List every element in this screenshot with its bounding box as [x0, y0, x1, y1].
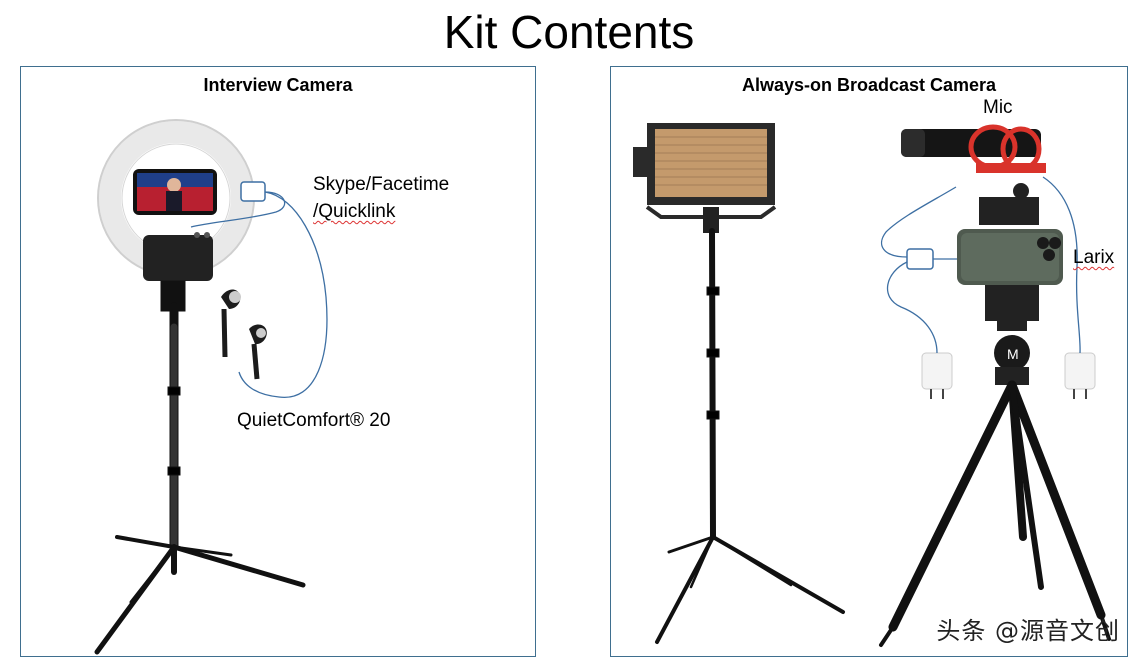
- phone-icon: [957, 229, 1063, 285]
- led-panel-icon: [633, 123, 777, 233]
- quietcomfort-label: QuietComfort® 20: [237, 410, 391, 431]
- cable-lines: [881, 176, 1081, 354]
- larix-label-text: Larix: [1073, 247, 1115, 268]
- quicklink-label-text: /Quicklink: [313, 201, 396, 222]
- cable-lines: [190, 191, 328, 398]
- page-title: Kit Contents: [443, 6, 695, 58]
- broadcast-camera-panel: Always-on Broadcast Camera: [610, 66, 1128, 657]
- interview-camera-panel: Interview Camera: [20, 66, 536, 657]
- microphone-icon: [901, 124, 1046, 173]
- phone-icon: [133, 169, 217, 215]
- charger-icon: [1064, 352, 1096, 399]
- interview-camera-illustration: [94, 119, 328, 655]
- watermark: 头条 @源音文创: [936, 617, 1120, 645]
- charger-icon: [921, 352, 953, 399]
- phone-holder-icon: [979, 183, 1039, 321]
- adapter-icon: [240, 181, 266, 202]
- tripod-icon: [655, 228, 845, 644]
- larix-label: Larix: [1073, 247, 1114, 269]
- broadcast-camera-illustration: M: [633, 123, 1111, 647]
- adapter-icon: [906, 248, 934, 270]
- mic-label: Mic: [983, 97, 1013, 118]
- skype-facetime-label: Skype/Facetime: [313, 174, 450, 195]
- interview-camera-heading: Interview Camera: [203, 75, 353, 95]
- ball-head-icon: M: [994, 321, 1030, 385]
- broadcast-camera-heading: Always-on Broadcast Camera: [741, 75, 997, 95]
- quicklink-label: /Quicklink: [313, 201, 395, 223]
- tripod-icon: [879, 380, 1111, 647]
- svg-text:M: M: [1007, 346, 1019, 362]
- earbuds-icon: [221, 289, 267, 380]
- tripod-icon: [94, 280, 306, 655]
